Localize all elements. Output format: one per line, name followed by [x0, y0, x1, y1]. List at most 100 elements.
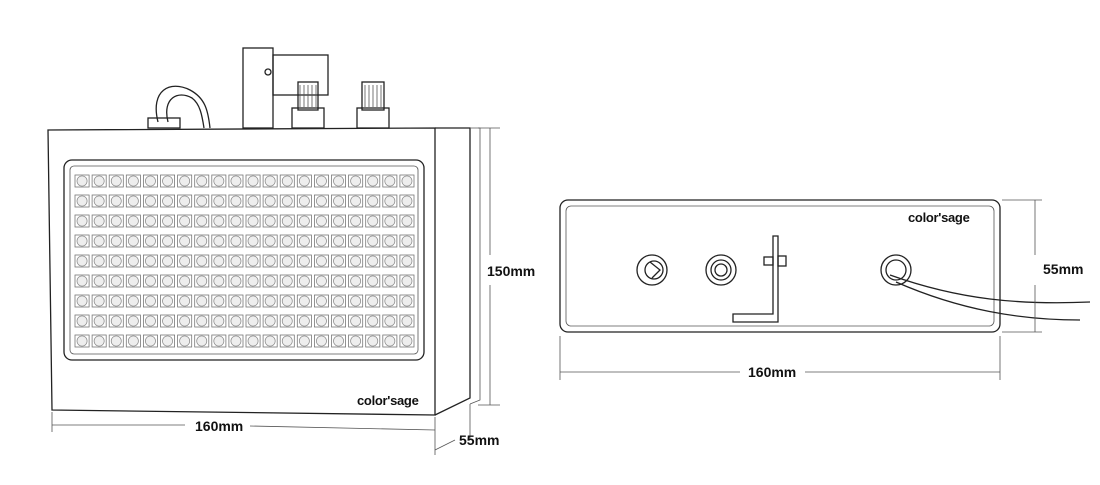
- led-lens: [281, 255, 293, 267]
- side-width-dimension: 160mm: [748, 364, 796, 380]
- led-lens: [76, 275, 88, 287]
- led-lens: [281, 315, 293, 327]
- knob-front: [705, 254, 737, 286]
- led-lens: [196, 215, 208, 227]
- led-lens: [93, 195, 105, 207]
- led-lens: [76, 315, 88, 327]
- knob: [291, 81, 325, 129]
- led-lens: [401, 215, 413, 227]
- led-lens: [264, 235, 276, 247]
- led-lens: [213, 295, 225, 307]
- led-lens: [196, 235, 208, 247]
- led-lens: [384, 235, 396, 247]
- led-lens: [213, 255, 225, 267]
- led-lens: [367, 175, 379, 187]
- led-lens: [367, 215, 379, 227]
- led-lens: [213, 235, 225, 247]
- led-lens: [384, 175, 396, 187]
- led-lens: [316, 235, 327, 247]
- led-lens: [76, 295, 88, 307]
- led-lens: [367, 315, 379, 327]
- led-lens: [350, 275, 362, 287]
- led-lens: [247, 235, 259, 247]
- led-lens: [110, 275, 122, 287]
- led-lens: [145, 215, 156, 227]
- led-lens: [162, 315, 173, 327]
- front-logo: color'sage: [357, 393, 419, 408]
- led-lens: [316, 335, 327, 347]
- led-lens: [384, 275, 396, 287]
- led-lens: [367, 255, 379, 267]
- led-lens: [316, 255, 327, 267]
- led-lens: [145, 275, 156, 287]
- led-lens: [127, 275, 139, 287]
- led-lens: [145, 175, 156, 187]
- led-lens: [179, 295, 191, 307]
- led-lens: [76, 175, 88, 187]
- led-lens: [264, 195, 276, 207]
- led-lens: [316, 275, 327, 287]
- led-lens: [162, 235, 173, 247]
- front-view: color'sage 150mm 160mm 55mm: [47, 47, 535, 455]
- led-lens: [127, 195, 139, 207]
- led-lens: [76, 215, 88, 227]
- led-lens: [76, 195, 88, 207]
- led-lens: [281, 215, 293, 227]
- led-lens: [230, 195, 242, 207]
- led-lens: [401, 175, 413, 187]
- led-lens: [127, 295, 139, 307]
- led-lens: [298, 215, 310, 227]
- led-lens: [127, 175, 139, 187]
- led-lens: [367, 235, 379, 247]
- led-lens: [196, 275, 208, 287]
- led-lens: [162, 295, 173, 307]
- led-lens: [316, 215, 327, 227]
- depth-dimension: 55mm: [459, 432, 499, 448]
- led-lens: [179, 215, 191, 227]
- led-lens: [179, 255, 191, 267]
- led-lens: [162, 175, 173, 187]
- led-lens: [247, 215, 259, 227]
- led-lens: [264, 175, 276, 187]
- led-lens: [298, 255, 310, 267]
- led-lens: [316, 295, 327, 307]
- led-lens: [93, 215, 105, 227]
- led-lens: [401, 275, 413, 287]
- led-lens: [384, 195, 396, 207]
- led-lens: [230, 335, 242, 347]
- led-lens: [333, 215, 344, 227]
- led-lens: [298, 195, 310, 207]
- led-lens: [350, 315, 362, 327]
- led-lens: [298, 235, 310, 247]
- cable-gland: [880, 254, 1091, 321]
- led-lens: [384, 215, 396, 227]
- led-lens: [145, 315, 156, 327]
- led-lens: [247, 315, 259, 327]
- led-lens: [162, 215, 173, 227]
- side-view: color'sage 55mm 160mm: [559, 199, 1091, 380]
- led-lens: [230, 235, 242, 247]
- led-lens: [384, 315, 396, 327]
- led-lens: [401, 295, 413, 307]
- led-lens: [93, 175, 105, 187]
- led-lens: [316, 315, 327, 327]
- led-lens: [298, 175, 310, 187]
- led-grid: [74, 174, 415, 348]
- led-lens: [127, 235, 139, 247]
- led-lens: [145, 195, 156, 207]
- led-lens: [350, 215, 362, 227]
- led-lens: [298, 275, 310, 287]
- led-lens: [350, 255, 362, 267]
- led-lens: [281, 175, 293, 187]
- led-lens: [110, 215, 122, 227]
- led-lens: [350, 195, 362, 207]
- led-lens: [247, 195, 259, 207]
- width-dimension: 160mm: [195, 418, 243, 434]
- led-lens: [93, 315, 105, 327]
- led-lens: [76, 255, 88, 267]
- led-lens: [350, 295, 362, 307]
- led-lens: [333, 235, 344, 247]
- led-lens: [196, 195, 208, 207]
- led-lens: [333, 295, 344, 307]
